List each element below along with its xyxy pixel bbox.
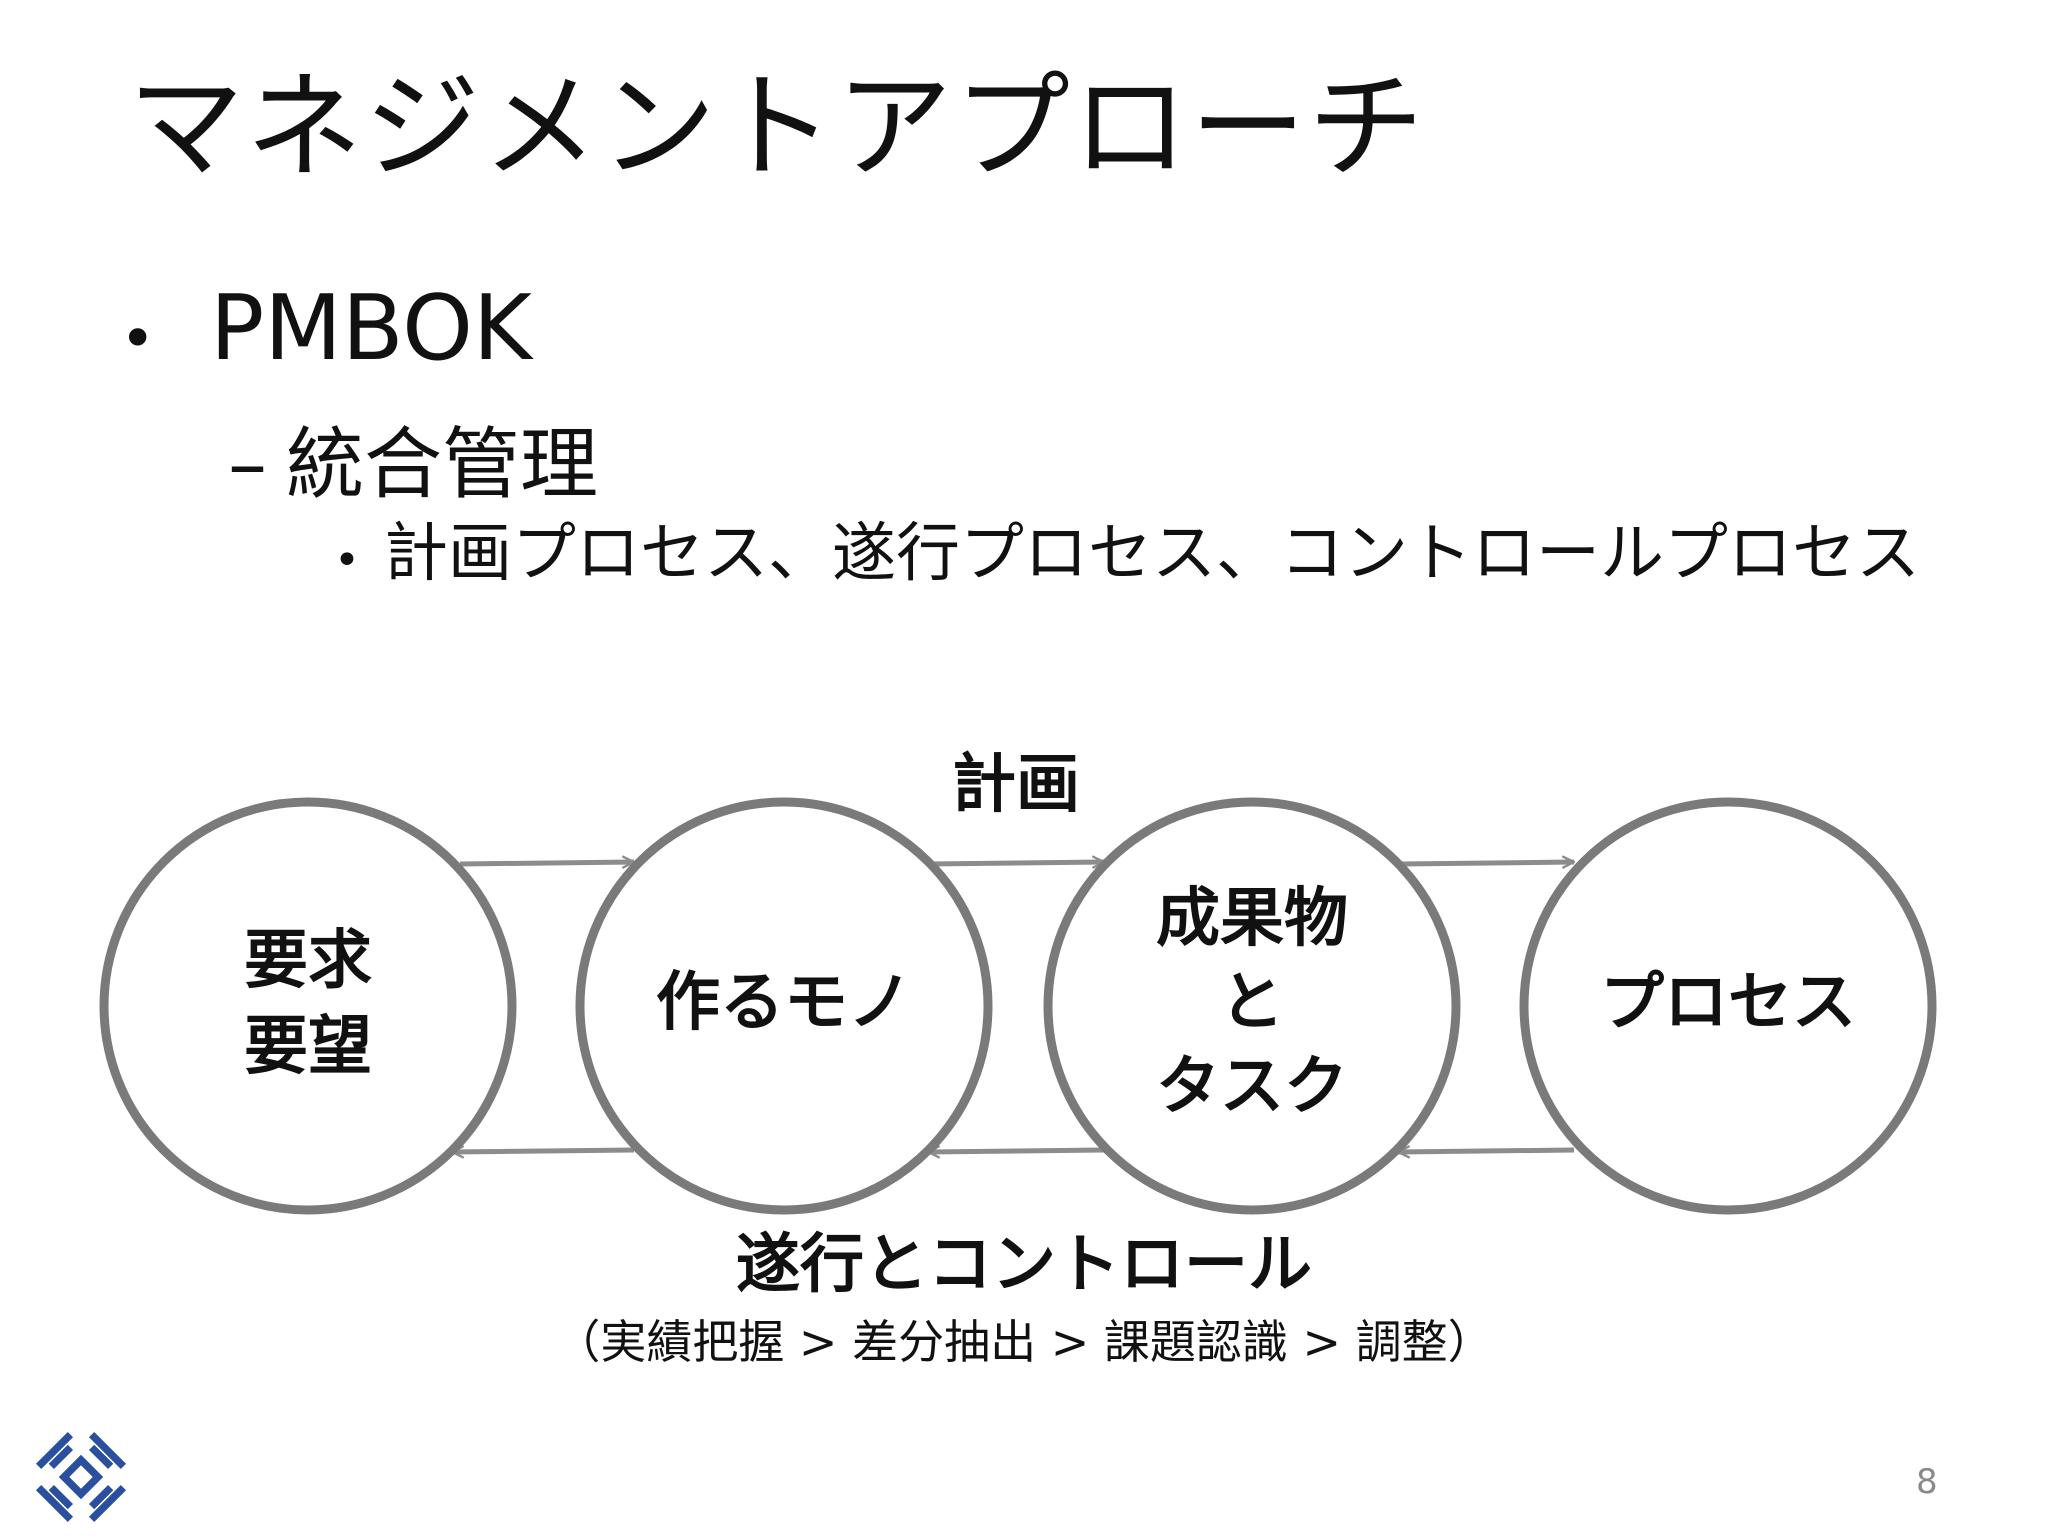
node-circle-requirements bbox=[99, 797, 517, 1215]
bullet-mark: • bbox=[334, 535, 360, 586]
page-number: 8 bbox=[1916, 1462, 1938, 1502]
bullet-level2: – 統合管理 bbox=[228, 402, 598, 514]
node-label-deliverables-line3: タスク bbox=[1156, 1050, 1348, 1124]
forward-arrow-2 bbox=[927, 862, 1104, 864]
execute-control-label: 遂行とコントロール bbox=[736, 1228, 1312, 1302]
company-logo-icon bbox=[35, 1431, 127, 1523]
execute-control-caption: （実績把握 > 差分抽出 > 課題認識 > 調整） bbox=[554, 1315, 1494, 1369]
node-circle-deliverables bbox=[1043, 797, 1461, 1215]
slide-title: マネジメントアプローチ bbox=[128, 60, 1426, 195]
bullet-mark: • bbox=[120, 304, 156, 374]
backward-arrow-1 bbox=[452, 1150, 635, 1152]
bullet-text: 計画プロセス、遂行プロセス、コントロールプロセス bbox=[384, 517, 1920, 591]
node-label-deliverables-line2: と bbox=[1220, 966, 1284, 1040]
node-circle-process bbox=[1519, 797, 1937, 1215]
node-label-process: プロセス bbox=[1600, 966, 1856, 1040]
bullet-level3: • 計画プロセス、遂行プロセス、コントロールプロセス bbox=[334, 516, 1944, 593]
node-label-deliverables-line1: 成果物 bbox=[1156, 882, 1348, 956]
node-label-requirements-line2: 要望 bbox=[244, 1010, 372, 1084]
node-label-requirements-line1: 要求 bbox=[244, 924, 372, 998]
bullet-level1: • PMBOK bbox=[120, 276, 532, 381]
node-label-product: 作るモノ bbox=[656, 966, 912, 1040]
bullet-text: 統合管理 bbox=[286, 420, 599, 510]
bullet-text: PMBOK bbox=[210, 276, 532, 381]
node-circle-product bbox=[575, 797, 993, 1215]
backward-arrow-2 bbox=[928, 1150, 1105, 1152]
bullet-dash: – bbox=[228, 420, 267, 510]
plan-label: 計画 bbox=[952, 748, 1080, 822]
backward-arrow-3 bbox=[1398, 1150, 1575, 1152]
forward-arrow-3 bbox=[1399, 862, 1574, 864]
forward-arrow-1 bbox=[459, 862, 634, 864]
